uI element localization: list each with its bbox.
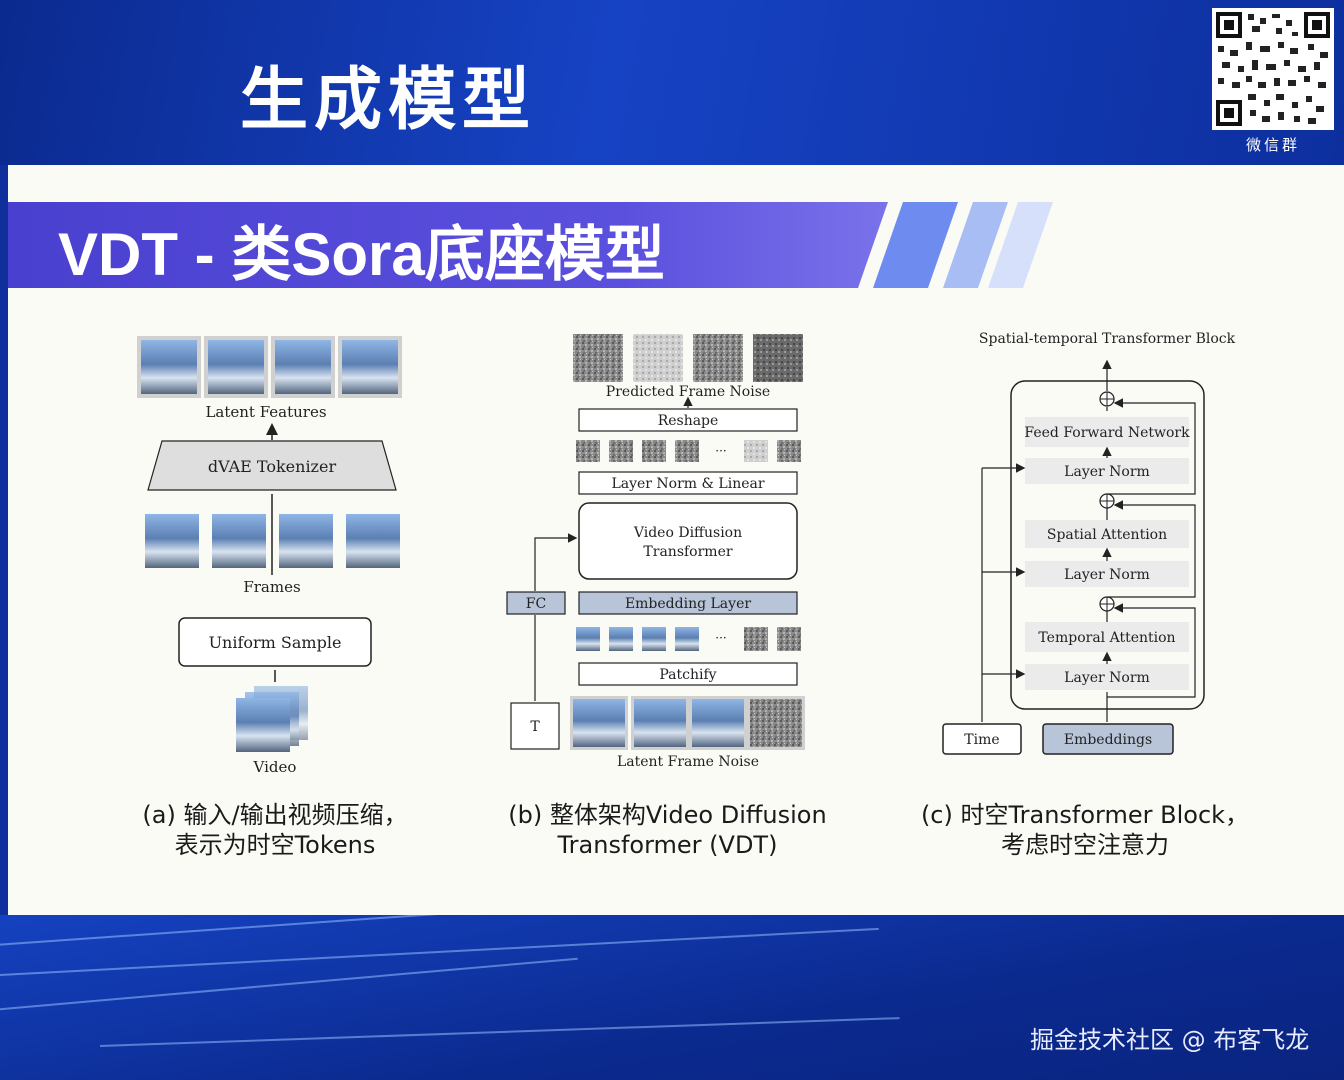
panel-b: Predicted Frame Noise Reshape ··· Layer … [506,334,805,770]
spatial-attention-box [1025,520,1189,548]
frame-images [145,514,400,568]
caption-b-line1: (b) 整体架构Video Diffusion [508,801,827,829]
layer-norm-box-2 [1025,561,1189,587]
spatial-attention-label: Spatial Attention [1047,527,1167,543]
layer-norm-linear-label: Layer Norm & Linear [611,476,764,492]
panel-c: Spatial-temporal Transformer Block Feed … [942,331,1236,755]
embedding-layer-label: Embedding Layer [625,596,751,612]
latent-noise-images [570,696,805,750]
embeddings-box [1042,723,1174,755]
layer-norm-label-3: Layer Norm [1064,670,1150,686]
qr-code [1212,8,1334,130]
vdt-label-line1: Video Diffusion [633,525,742,541]
uniform-sample-box [178,617,372,667]
page-title: 生成模型 [240,61,537,140]
predicted-noise-images [573,334,803,382]
latent-noise-label: Latent Frame Noise [617,754,759,770]
dvae-tokenizer-box [147,440,397,491]
frames-label: Frames [243,578,300,596]
layer-norm-label-2: Layer Norm [1064,567,1150,583]
temporal-attention-box [1025,622,1189,652]
ellipsis-top: ··· [715,444,726,458]
latent-features-label: Latent Features [205,403,326,421]
ffn-box [1025,417,1189,447]
caption-a-line2: 表示为时空Tokens [174,831,376,859]
header-band [0,0,1344,165]
caption-c-line2: 考虑时空注意力 [1001,831,1169,859]
caption-c: (c) 时空Transformer Block， 考虑时空注意力 [905,800,1265,860]
caption-a-line1: (a) 输入/输出视频压缩， [142,801,408,829]
uniform-sample-label: Uniform Sample [209,633,342,652]
qr-label: 微信群 [1245,136,1300,154]
input-patches [576,627,801,651]
layer-norm-linear-box [578,471,798,495]
slide-banner [8,202,1053,288]
time-label: Time [964,732,999,748]
time-box [942,723,1022,755]
output-patches [576,440,801,462]
embeddings-label: Embeddings [1064,732,1152,748]
footer-band [0,915,1344,1080]
caption-b: (b) 整体架构Video Diffusion Transformer (VDT… [480,800,855,860]
vdt-box [578,502,798,580]
vdt-label-line2: Transformer [643,544,732,560]
dvae-tokenizer-label: dVAE Tokenizer [208,457,337,476]
layer-norm-label-1: Layer Norm [1064,464,1150,480]
t-box [510,702,560,750]
layer-norm-box-1 [1025,458,1189,484]
caption-b-line2: Transformer (VDT) [557,831,778,859]
t-label: T [530,719,540,735]
temporal-attention-label: Temporal Attention [1038,630,1175,646]
watermark: 掘金技术社区 @ 布客飞龙 [1030,1026,1310,1054]
embedding-layer-box [578,591,798,615]
panel-a: Latent Features dVAE Tokenizer Frames Un… [137,336,402,776]
ffn-label: Feed Forward Network [1024,425,1190,441]
patchify-box [578,662,798,686]
fc-label: FC [526,596,546,612]
predicted-noise-label: Predicted Frame Noise [606,384,770,400]
latent-feature-images [137,336,402,398]
layer-norm-box-3 [1025,664,1189,690]
slide-title: VDT - 类Sora底座模型 [58,221,665,288]
caption-c-line1: (c) 时空Transformer Block， [920,801,1250,829]
reshape-box [578,408,798,432]
video-label: Video [253,758,297,776]
patchify-label: Patchify [659,667,716,683]
video-image [236,686,308,752]
reshape-label: Reshape [658,413,719,429]
fc-box [506,591,566,615]
ellipsis-bottom: ··· [715,631,726,645]
caption-a: (a) 输入/输出视频压缩， 表示为时空Tokens [110,800,440,860]
block-title: Spatial-temporal Transformer Block [979,331,1236,347]
